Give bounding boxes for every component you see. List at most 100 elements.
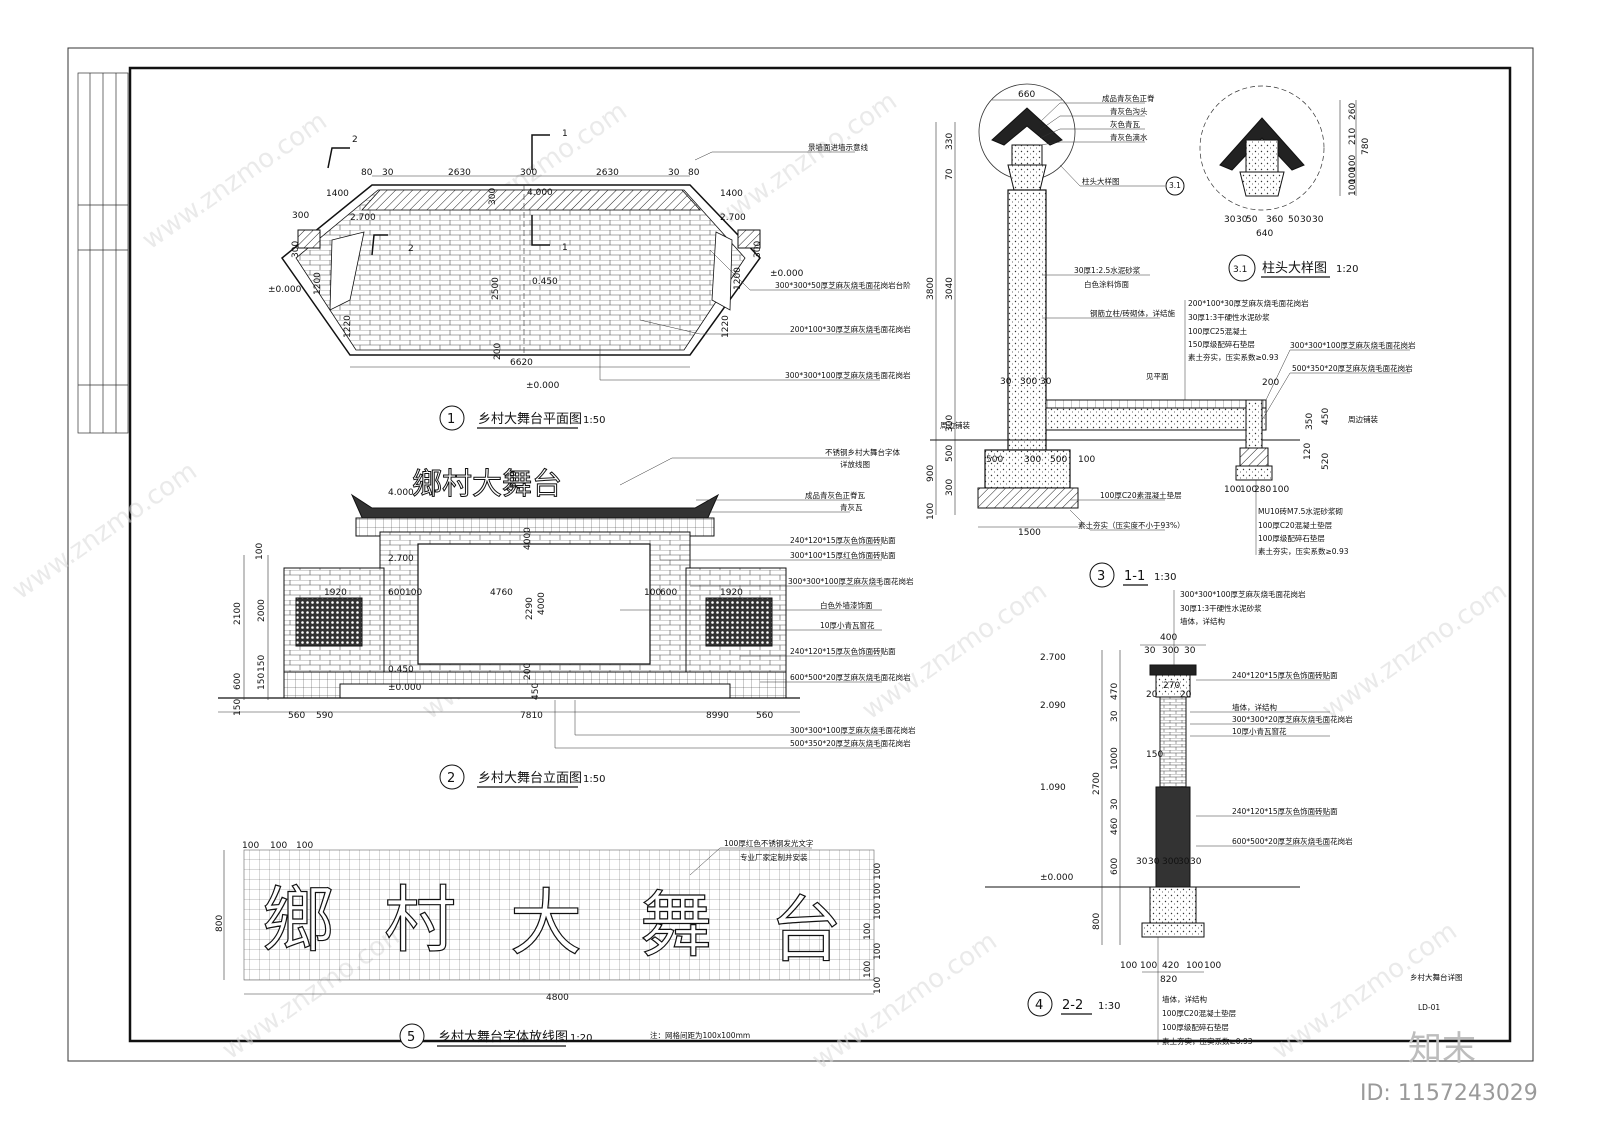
svg-text:300*100*15厚红色饰面砖贴面: 300*100*15厚红色饰面砖贴面 [790,550,896,560]
svg-text:100厚C20素混凝土垫层: 100厚C20素混凝土垫层 [1100,490,1182,500]
svg-text:200: 200 [493,343,503,360]
svg-text:70: 70 [945,168,955,180]
svg-text:详放线图: 详放线图 [840,459,870,469]
svg-text:100: 100 [1348,179,1358,196]
svg-text:300*300*50厚芝麻灰烧毛面花岗岩台阶: 300*300*50厚芝麻灰烧毛面花岗岩台阶 [775,280,911,290]
svg-text:100: 100 [873,977,883,994]
svg-text:1: 1 [562,129,568,139]
svg-text:100: 100 [1186,961,1203,971]
svg-text:800: 800 [1092,913,1102,930]
svg-text:2290: 2290 [525,597,535,620]
svg-text:500*350*20厚芝麻灰烧毛面花岗岩: 500*350*20厚芝麻灰烧毛面花岗岩 [1292,363,1413,373]
svg-text:450: 450 [531,683,541,700]
svg-text:1: 1 [447,412,455,427]
svg-text:1:30: 1:30 [1098,1001,1120,1012]
svg-text:30: 30 [1190,857,1202,867]
elevation-drawing: 鄉村大舞台 4.000 2.700 0.450 ±0.000 1920 600 … [218,447,916,790]
svg-text:10厚小青瓦窗花: 10厚小青瓦窗花 [820,620,875,630]
svg-text:2000: 2000 [257,599,267,622]
svg-text:300*300*100厚芝麻灰烧毛面花岗岩: 300*300*100厚芝麻灰烧毛面花岗岩 [788,576,914,586]
svg-text:www.znzmo.com: www.znzmo.com [7,456,203,606]
drawing-title-3-1: 3.1 柱头大样图 1:20 [1228,254,1358,282]
svg-text:100厚C20混凝土垫层: 100厚C20混凝土垫层 [1258,520,1333,530]
svg-text:2-2: 2-2 [1062,998,1083,1013]
svg-text:300: 300 [753,241,763,258]
svg-text:500: 500 [986,455,1003,465]
svg-text:560: 560 [756,711,773,721]
svg-text:300: 300 [1024,455,1041,465]
svg-text:300*300*100厚芝麻灰烧毛面花岗岩: 300*300*100厚芝麻灰烧毛面花岗岩 [1180,589,1306,599]
svg-text:1920: 1920 [720,588,743,598]
svg-text:300*300*100厚芝麻灰烧毛面花岗岩: 300*300*100厚芝麻灰烧毛面花岗岩 [790,725,916,735]
svg-text:柱头大样图: 柱头大样图 [1262,261,1327,276]
svg-text:30厚1:3干硬性水泥砂浆: 30厚1:3干硬性水泥砂浆 [1180,603,1262,613]
svg-text:300: 300 [520,168,537,178]
svg-text:50: 50 [1288,215,1300,225]
svg-text:1400: 1400 [326,189,349,199]
svg-text:100: 100 [1078,455,1095,465]
svg-text:150: 150 [257,655,267,672]
svg-text:4.000: 4.000 [388,488,414,498]
svg-text:30: 30 [1224,215,1236,225]
brand-watermark: 知末 ID: 1157243029 [1360,1029,1538,1106]
svg-text:1000: 1000 [1110,747,1120,770]
svg-text:乡村大舞台立面图: 乡村大舞台立面图 [478,771,582,786]
svg-text:舞: 舞 [640,883,712,967]
svg-text:2.700: 2.700 [388,554,414,564]
svg-text:100: 100 [926,503,936,520]
svg-text:350: 350 [1305,413,1315,430]
svg-text:100: 100 [873,863,883,880]
svg-text:150厚级配碎石垫层: 150厚级配碎石垫层 [1188,339,1255,349]
capital-detail-drawing: 260 210 780 100 100 100 30 30 50 360 50 … [1199,85,1371,282]
svg-text:100: 100 [863,923,873,940]
svg-text:640: 640 [1256,229,1273,239]
svg-text:30: 30 [1184,646,1196,656]
svg-text:100: 100 [1224,485,1241,495]
svg-text:100: 100 [873,943,883,960]
svg-text:1200: 1200 [313,272,323,295]
svg-text:50: 50 [1246,215,1258,225]
svg-text:30: 30 [1136,857,1148,867]
svg-text:5: 5 [407,1030,415,1045]
svg-text:周边铺装: 周边铺装 [1348,414,1378,424]
svg-text:780: 780 [1361,138,1371,155]
svg-text:LD-01: LD-01 [1418,1003,1440,1012]
svg-text:470: 470 [1110,683,1120,700]
svg-text:3: 3 [1097,569,1105,584]
svg-text:0.450: 0.450 [532,277,558,287]
svg-text:3.1: 3.1 [1233,265,1247,275]
svg-text:青灰瓦: 青灰瓦 [840,502,863,512]
svg-text:2.090: 2.090 [1040,701,1066,711]
svg-text:青灰色滴水: 青灰色滴水 [1110,132,1148,142]
svg-text:4000: 4000 [537,592,547,615]
svg-text:1:20: 1:20 [1336,264,1358,275]
svg-text:村: 村 [384,878,456,962]
svg-text:100: 100 [1204,961,1221,971]
svg-text:30: 30 [1110,798,1120,810]
svg-text:120: 120 [1303,443,1313,460]
svg-text:4760: 4760 [490,588,513,598]
svg-text:3800: 3800 [926,277,936,300]
svg-text:3.1: 3.1 [1169,181,1181,190]
svg-text:100: 100 [1348,155,1358,172]
svg-text:±0.000: ±0.000 [526,381,560,391]
svg-text:600*500*20厚芝麻灰烧毛面花岗岩: 600*500*20厚芝麻灰烧毛面花岗岩 [1232,836,1353,846]
svg-text:100: 100 [242,841,259,851]
svg-text:成品青灰色正脊: 成品青灰色正脊 [1102,93,1155,103]
sheet-frame [67,47,1534,1062]
svg-text:2: 2 [447,771,455,786]
svg-text:100: 100 [863,961,873,978]
svg-text:200*100*30厚芝麻灰烧毛面花岗岩: 200*100*30厚芝麻灰烧毛面花岗岩 [1188,298,1309,308]
svg-text:450: 450 [1321,408,1331,425]
svg-text:2.700: 2.700 [350,213,376,223]
svg-text:420: 420 [1162,961,1179,971]
svg-text:±0.000: ±0.000 [1040,873,1074,883]
svg-text:560: 560 [288,711,305,721]
svg-text:100厚C25混凝土: 100厚C25混凝土 [1188,326,1248,336]
svg-text:660: 660 [1018,90,1035,100]
svg-text:100: 100 [873,903,883,920]
svg-text:大: 大 [510,881,582,965]
svg-text:成品青灰色正脊瓦: 成品青灰色正脊瓦 [805,490,865,500]
svg-text:100厚红色不锈钢发光文字: 100厚红色不锈钢发光文字 [724,838,813,848]
svg-text:100: 100 [296,841,313,851]
